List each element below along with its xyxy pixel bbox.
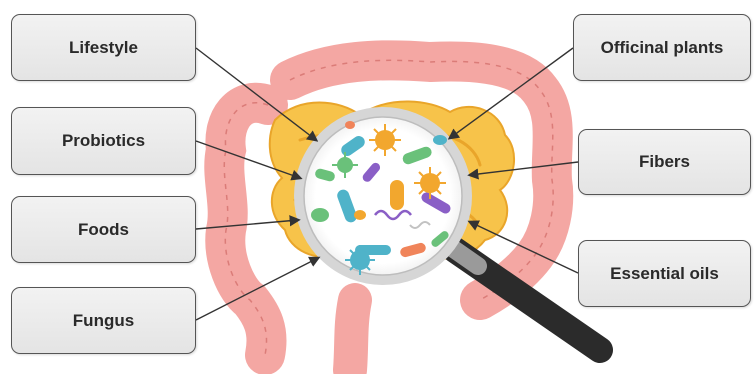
label-essential-oils: Essential oils	[578, 240, 751, 307]
label-lifestyle: Lifestyle	[11, 14, 196, 81]
label-probiotics: Probiotics	[11, 107, 196, 175]
label-foods: Foods	[11, 196, 196, 263]
label-foods-text: Foods	[78, 220, 129, 240]
label-fibers-text: Fibers	[639, 152, 690, 172]
label-essential-oils-text: Essential oils	[610, 264, 719, 284]
label-officinal-plants-text: Officinal plants	[601, 38, 724, 58]
label-fibers: Fibers	[578, 129, 751, 195]
label-fungus-text: Fungus	[73, 311, 134, 331]
label-probiotics-text: Probiotics	[62, 131, 145, 151]
label-fungus: Fungus	[11, 287, 196, 354]
label-officinal-plants: Officinal plants	[573, 14, 751, 81]
label-lifestyle-text: Lifestyle	[69, 38, 138, 58]
